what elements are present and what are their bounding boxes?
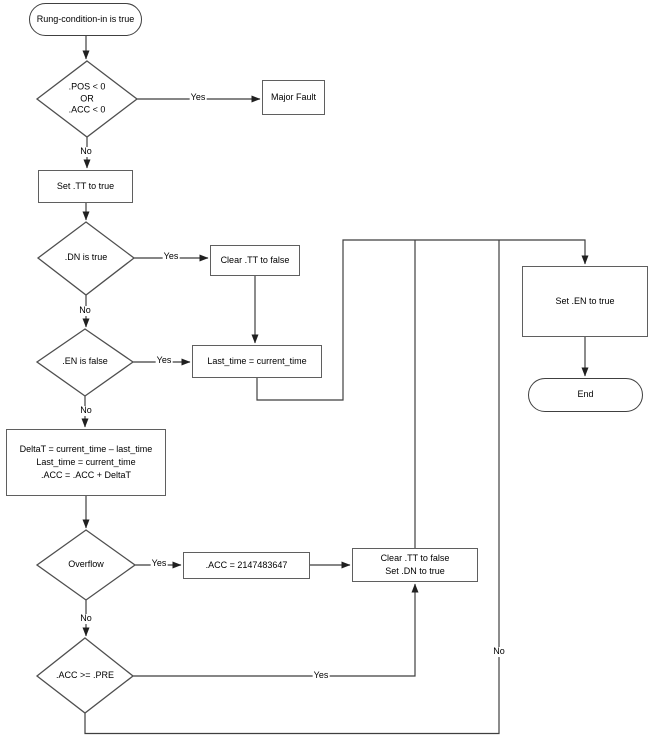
decision-dntrue-label: .DN is true xyxy=(64,252,108,263)
node-clear-tt: Clear .TT to false xyxy=(210,245,300,276)
edge-accpre-yes-clearttsetdn xyxy=(133,583,419,677)
edge-label-overflow-no: No xyxy=(79,613,93,624)
edge-label-accpre-no: No xyxy=(492,646,506,657)
decision-overflow-shape xyxy=(35,529,137,601)
decision-dntrue-shape xyxy=(36,221,136,296)
node-clear-tt-set-dn: Clear .TT to false Set .DN to true xyxy=(352,548,478,582)
node-end: End xyxy=(528,378,643,412)
edge-label-overflow-yes: Yes xyxy=(150,558,168,569)
decision-checkneg-label: .POS < 0 OR .ACC < 0 xyxy=(68,81,106,115)
edge-label-checkneg-yes: Yes xyxy=(189,92,207,103)
decision-accpre-shape xyxy=(35,637,135,714)
decision-enfalse-label: .EN is false xyxy=(62,356,108,367)
edge-label-dntrue-no: No xyxy=(78,305,92,316)
node-delta: DeltaT = current_time – last_time Last_t… xyxy=(6,429,166,496)
node-start: Rung-condition-in is true xyxy=(29,3,142,36)
edge-label-enfalse-no: No xyxy=(79,405,93,416)
node-major-fault: Major Fault xyxy=(262,80,325,115)
decision-overflow-label: Overflow xyxy=(68,559,104,570)
node-acc-max: .ACC = 2147483647 xyxy=(183,552,310,579)
edge-label-accpre-yes: Yes xyxy=(312,670,330,681)
edge-label-checkneg-no: No xyxy=(79,146,93,157)
edge-label-enfalse-yes: Yes xyxy=(155,355,173,366)
node-set-en: Set .EN to true xyxy=(522,266,648,337)
edge-label-dntrue-yes: Yes xyxy=(162,251,180,262)
edge-accpre-no-toprail xyxy=(84,240,500,735)
decision-checkneg-shape xyxy=(35,60,139,138)
node-set-tt: Set .TT to true xyxy=(38,170,133,203)
decision-accpre-label: .ACC >= .PRE xyxy=(55,670,115,681)
decision-enfalse-shape xyxy=(35,328,135,397)
edge-lasttime-to-seten xyxy=(256,239,589,401)
node-last-time: Last_time = current_time xyxy=(192,345,322,378)
